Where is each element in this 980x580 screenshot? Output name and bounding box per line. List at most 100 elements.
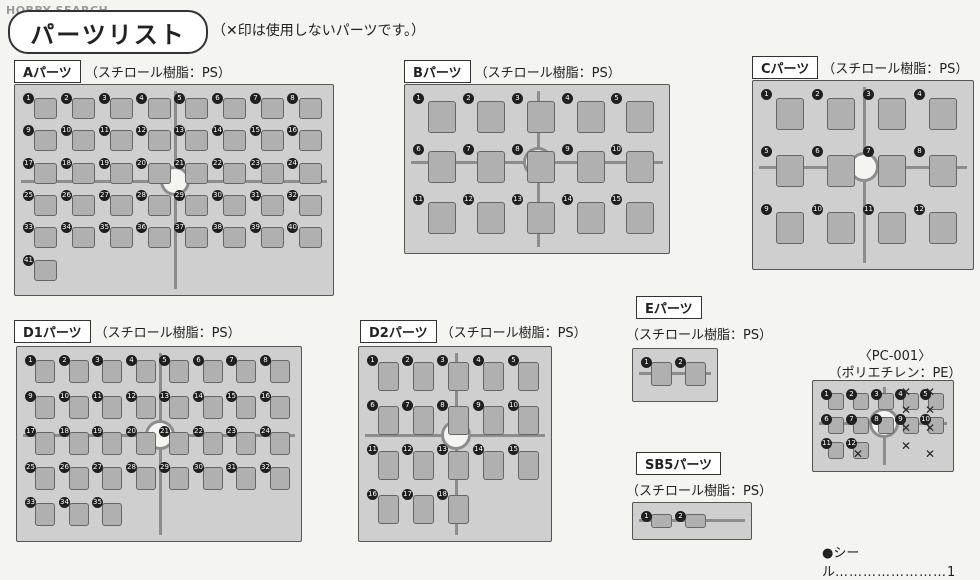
part-piece [428,101,456,133]
part-piece [261,163,284,184]
part-number: 9 [23,125,34,136]
part-piece [828,393,844,410]
unused-mark-icon: ✕ [853,447,864,461]
part-number: 16 [367,489,378,500]
page-title: パーツリスト [30,20,186,49]
part-piece [236,467,256,490]
part-number: 14 [212,125,223,136]
part-number: 35 [99,222,110,233]
part-number: 1 [641,511,652,522]
sheet-label-b: Bパーツ （スチロール樹脂：PS） [404,60,621,83]
part-number: 10 [59,391,70,402]
part-number: 16 [287,125,298,136]
part-piece [878,98,906,130]
part-piece [448,362,469,391]
sheet-d1-tag: D1パーツ [14,320,91,343]
part-number: 17 [23,158,34,169]
part-piece [148,163,171,184]
part-piece [236,396,256,419]
part-number: 30 [193,462,204,473]
part-piece [929,98,957,130]
part-number: 4 [473,355,484,366]
part-piece [827,155,855,187]
part-piece [110,163,133,184]
part-number: 11 [413,194,424,205]
part-number: 5 [611,93,622,104]
part-number: 29 [159,462,170,473]
part-number: 20 [126,426,137,437]
part-piece [827,212,855,244]
part-number: 18 [61,158,72,169]
part-number: 15 [508,444,519,455]
part-number: 12 [846,438,857,449]
sheet-label-c: Cパーツ （スチロール樹脂：PS） [752,56,968,79]
part-piece [878,417,894,434]
part-piece [928,417,944,434]
part-piece [136,360,156,383]
part-number: 6 [821,414,832,425]
part-number: 15 [226,391,237,402]
part-piece [102,467,122,490]
part-piece [651,362,672,386]
part-piece [378,495,399,524]
part-number: 25 [23,190,34,201]
part-piece [878,393,894,410]
part-piece [261,98,284,119]
part-piece [169,396,189,419]
part-number: 37 [174,222,185,233]
unused-mark-icon: ✕ [901,439,912,453]
part-number: 1 [641,357,652,368]
part-piece [428,202,456,234]
pc-material: （ポリエチレン：PE） [828,366,962,381]
part-piece [169,360,189,383]
part-number: 5 [920,389,931,400]
part-number: 7 [463,144,474,155]
sheet-label-d2: D2パーツ （スチロール樹脂：PS） [360,320,587,343]
part-piece [69,432,89,455]
part-piece [110,195,133,216]
part-number: 13 [174,125,185,136]
part-number: 1 [761,89,772,100]
part-number: 2 [812,89,823,100]
part-number: 3 [99,93,110,104]
sheet-a-material: （スチロール樹脂：PS） [84,66,231,81]
part-piece [72,163,95,184]
part-number: 4 [895,389,906,400]
part-piece [299,98,322,119]
part-piece [378,451,399,480]
part-number: 5 [159,355,170,366]
part-piece [69,467,89,490]
part-piece [828,417,844,434]
sheet-a-tag: Aパーツ [14,60,81,83]
part-number: 8 [260,355,271,366]
part-piece [223,163,246,184]
part-number: 30 [212,190,223,201]
part-number: 23 [226,426,237,437]
part-number: 14 [562,194,573,205]
part-number: 10 [611,144,622,155]
unused-mark-icon: ✕ [925,421,936,435]
part-piece [903,417,919,434]
part-number: 41 [23,255,34,266]
unused-mark-icon: ✕ [901,385,912,399]
part-piece [35,467,55,490]
part-piece [72,227,95,248]
part-number: 14 [473,444,484,455]
part-piece [299,227,322,248]
part-number: 9 [895,414,906,425]
part-number: 12 [914,204,925,215]
part-piece [483,406,504,435]
part-piece [378,406,399,435]
part-number: 3 [871,389,882,400]
part-piece [527,202,555,234]
part-piece [148,130,171,151]
part-number: 38 [212,222,223,233]
part-piece [69,360,89,383]
part-piece [626,202,654,234]
part-piece [35,396,55,419]
part-number: 5 [761,146,772,157]
part-number: 12 [136,125,147,136]
part-number: 9 [25,391,36,402]
unused-mark-icon: ✕ [901,421,912,435]
part-piece [413,406,434,435]
